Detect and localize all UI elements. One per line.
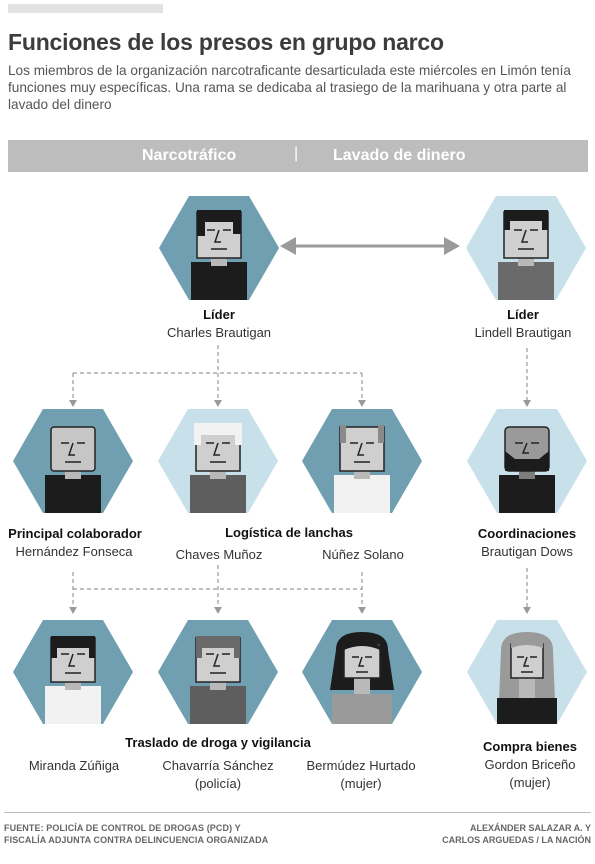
double-arrow-leaders [280, 237, 460, 255]
footer-credits: ALEXÁNDER SALAZAR A. Y CARLOS ARGUEDAS /… [442, 823, 591, 846]
dashed-arrows-level1 [72, 345, 528, 400]
avatar-nunez-solano [302, 409, 422, 513]
avatar-gordon-briceno [467, 620, 587, 724]
footer-source: FUENTE: POLICÍA DE CONTROL DE DROGAS (PC… [4, 823, 268, 846]
role-traslado-droga: Traslado de droga y vigilancia [125, 735, 311, 750]
name-gordon-briceno: Gordon Briceño [484, 757, 576, 772]
note-bermudez-mujer: (mujer) [340, 776, 382, 791]
footer-divider [4, 812, 591, 813]
role-compra-bienes: Compra bienes [483, 739, 577, 754]
role-logistica-lanchas: Logística de lanchas [225, 525, 353, 540]
note-chavarria-policia: (policía) [194, 776, 242, 791]
header-separator: | [294, 145, 299, 162]
name-charles-brautigan: Charles Brautigan [166, 325, 272, 340]
note-gordon-mujer: (mujer) [509, 775, 551, 790]
page-subtitle: Los miembros de la organización narcotra… [8, 63, 571, 112]
avatar-miranda-zuniga [13, 620, 133, 724]
page-title: Funciones de los presos en grupo narco [8, 29, 444, 55]
footer-credit-line1: ALEXÁNDER SALAZAR A. Y [469, 823, 591, 833]
avatar-chavarria-sanchez [158, 620, 278, 724]
name-nunez-solano: Núñez Solano [322, 547, 404, 562]
role-lider-left: Líder [203, 307, 235, 322]
avatar-lindell-brautigan [466, 196, 586, 300]
avatar-brautigan-dows [467, 409, 587, 513]
footer-credit-line2: CARLOS ARGUEDAS / LA NACIÓN [442, 834, 591, 845]
footer-source-line2: FISCALÍA ADJUNTA CONTRA DELINCUENCIA ORG… [4, 834, 269, 845]
avatar-hernandez-fonseca [13, 409, 133, 513]
avatar-chaves-munoz [158, 409, 278, 513]
header-narcotrafico: Narcotráfico [142, 147, 237, 164]
role-coordinaciones: Coordinaciones [477, 526, 577, 541]
avatar-charles-brautigan [159, 196, 279, 300]
top-decor-bar [8, 4, 163, 13]
name-chavarria-sanchez: Chavarría Sánchez [162, 758, 274, 773]
name-hernandez-fonseca: Hernández Fonseca [15, 544, 133, 559]
header-lavado: Lavado de dinero [333, 147, 466, 164]
avatar-bermudez-hurtado [302, 620, 422, 724]
name-bermudez-hurtado: Bermúdez Hurtado [306, 758, 416, 773]
role-principal-colaborador: Principal colaborador [8, 526, 142, 541]
name-brautigan-dows: Brautigan Dows [481, 544, 573, 559]
name-lindell-brautigan: Lindell Brautigan [474, 325, 572, 340]
footer-source-line1: FUENTE: POLICÍA DE CONTROL DE DROGAS (PC… [4, 823, 241, 833]
name-chaves-munoz: Chaves Muñoz [175, 547, 263, 562]
dashed-arrows-level2 [72, 565, 528, 607]
section-header-band: Narcotráfico | Lavado de dinero [8, 140, 588, 172]
name-miranda-zuniga: Miranda Zúñiga [28, 758, 120, 773]
role-lider-right: Líder [507, 307, 539, 322]
